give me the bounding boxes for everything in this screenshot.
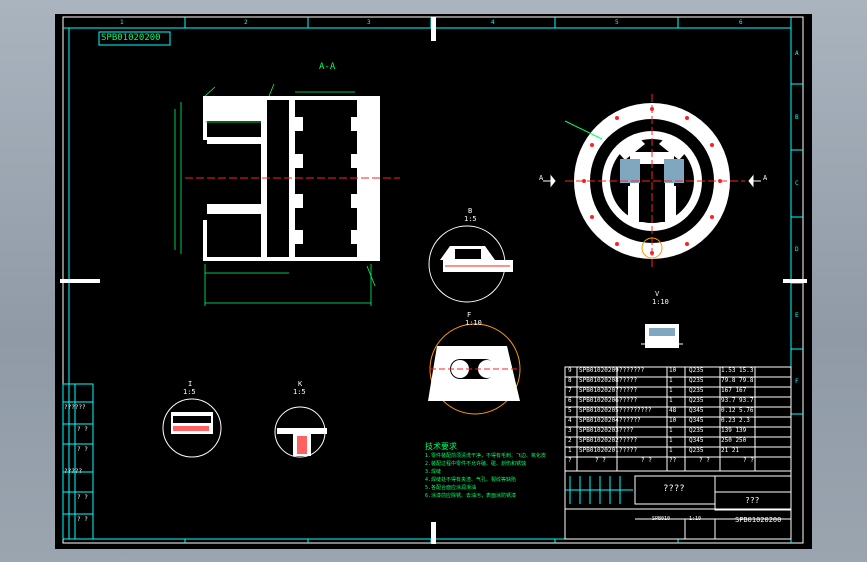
left-table-cell-4: ????? bbox=[64, 468, 83, 475]
left-table-cell-2: ? ? bbox=[77, 426, 88, 433]
center-mark-right bbox=[783, 279, 807, 283]
section-view-a-a[interactable] bbox=[174, 83, 400, 306]
bom-header-row: ?? ?? ???? ?? ? bbox=[568, 457, 754, 464]
zone-col-2: 2 bbox=[244, 19, 248, 26]
zone-col-5: 5 bbox=[615, 19, 619, 26]
title-block-grid bbox=[564, 470, 792, 540]
center-mark-top bbox=[431, 17, 436, 41]
drawing-canvas[interactable]: SPB01020200 A-A B 1:5 F 1:10 V 1:10 I 1:… bbox=[55, 14, 812, 549]
center-mark-bottom bbox=[431, 522, 436, 544]
detail-b[interactable] bbox=[428, 225, 513, 303]
detail-f[interactable] bbox=[428, 323, 521, 415]
detail-b-scale: 1:5 bbox=[464, 215, 477, 223]
left-table-cell-3: ? ? bbox=[77, 446, 88, 453]
notes-list: 1.零件装配前须清洗干净，不得有毛刺、飞边、氧化皮 2.装配过程中零件不允许磕、… bbox=[425, 452, 560, 500]
zone-col-3: 3 bbox=[367, 19, 371, 26]
code-stamp-box bbox=[98, 31, 171, 46]
zone-row-e: E bbox=[795, 312, 799, 319]
zone-row-f: F bbox=[795, 378, 799, 385]
note-line: 1.零件装配前须清洗干净，不得有毛刺、飞边、氧化皮 bbox=[425, 453, 547, 459]
left-table-cell-6: ? ? bbox=[77, 516, 88, 523]
detail-i[interactable] bbox=[162, 398, 222, 458]
left-table-cell-5: ? ? bbox=[77, 494, 88, 501]
left-revision-table bbox=[62, 383, 94, 540]
detail-b-letter: B bbox=[468, 207, 473, 215]
detail-f-letter: F bbox=[467, 311, 472, 319]
zone-row-c: C bbox=[795, 180, 799, 187]
zone-row-a: A bbox=[795, 50, 799, 57]
section-marker-left: A bbox=[539, 174, 544, 182]
zone-row-d: D bbox=[795, 246, 799, 253]
title-drawing-number: SPB01020200 bbox=[735, 516, 782, 524]
title-stamp: SPB010 bbox=[652, 516, 671, 522]
detail-k-letter: K bbox=[298, 380, 303, 388]
zone-col-4: 4 bbox=[491, 19, 495, 26]
detail-k-scale: 1:5 bbox=[293, 388, 306, 396]
note-line: 5.各配合面应涂润滑油 bbox=[425, 485, 477, 491]
detail-i-scale: 1:5 bbox=[183, 388, 196, 396]
detail-v-scale: 1:10 bbox=[652, 298, 669, 306]
left-table-cell-1: ?????? bbox=[64, 404, 86, 411]
detail-f-scale: 1:10 bbox=[465, 319, 482, 327]
note-line: 2.装配过程中零件不允许磕、碰、划伤和锈蚀 bbox=[425, 461, 527, 467]
zone-row-b: B bbox=[795, 114, 799, 121]
section-title-a-a: A-A bbox=[319, 62, 336, 72]
title-company: ??? bbox=[745, 496, 760, 505]
detail-i-letter: I bbox=[188, 380, 193, 388]
drawing-code-stamp: SPB01020200 bbox=[101, 33, 161, 43]
zone-col-6: 6 bbox=[739, 19, 743, 26]
title-scale: 1:10 bbox=[689, 516, 702, 522]
detail-v[interactable] bbox=[641, 324, 683, 348]
section-marker-right: A bbox=[763, 174, 768, 182]
note-line: 4.焊缝处不得有夹渣、气孔、裂纹等缺陷 bbox=[425, 477, 517, 483]
top-plan-view[interactable] bbox=[543, 94, 761, 269]
notes-title: 技术要求 bbox=[425, 442, 457, 451]
detail-v-letter: V bbox=[655, 290, 660, 298]
zone-col-1: 1 bbox=[120, 19, 124, 26]
title-part-name: ???? bbox=[663, 484, 685, 494]
note-line: 6.涂漆前应除锈、去油污，表面涂防锈漆 bbox=[425, 493, 517, 499]
detail-k[interactable] bbox=[274, 406, 327, 458]
center-mark-left bbox=[60, 279, 100, 283]
note-line: 3.焊缝 bbox=[425, 469, 442, 475]
